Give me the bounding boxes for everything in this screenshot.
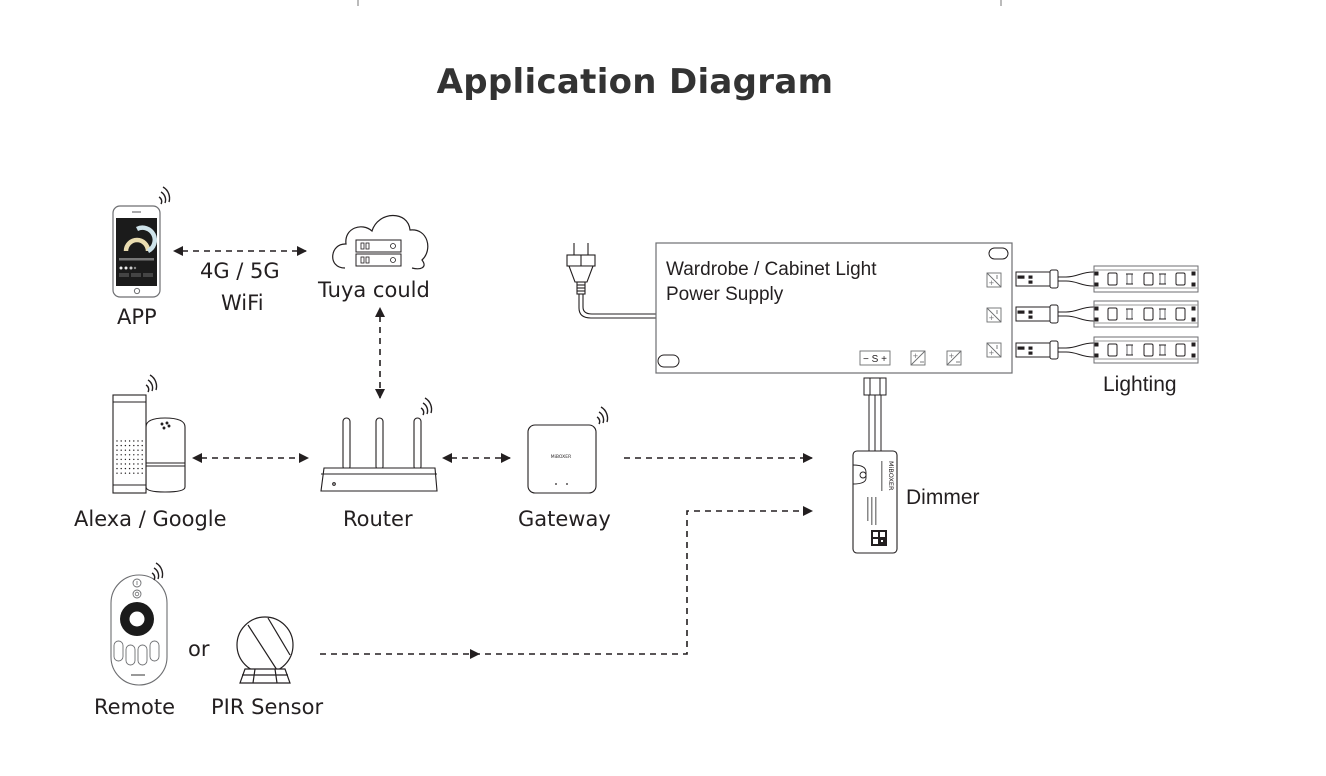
remote-control-icon [110,574,168,686]
gateway-icon: MiBOXER [527,424,597,494]
cloud-server-icon [332,215,429,270]
dimmer-cable [863,377,887,452]
svg-text:+: + [989,314,995,322]
top-edge-mark-right [1000,0,1002,6]
terminal-port-icon: + [986,307,1002,323]
network-label-line2: WiFi [221,291,264,315]
terminal-port-icons: + + + + + [910,272,1002,366]
wifi-signal-icon [420,397,433,416]
speaker-grille [116,440,143,474]
page-title: Application Diagram [436,62,834,102]
remote-label: Remote [94,695,176,719]
sensor-path-midpoint-arrow [470,649,480,659]
gateway-brand-text: MiBOXER [551,454,571,460]
terminal-port-icon: + [946,350,962,366]
lighting-label: Lighting [1103,373,1177,396]
smart-speaker-icon [112,394,186,494]
wifi-signal-icon [145,374,158,393]
dimmer-label: Dimmer [906,486,980,509]
pir-sensor-icon [236,616,294,684]
power-supply-label-line1: Wardrobe / Cabinet Light [666,259,877,280]
dimmer-device-icon: MiBOXER [852,450,898,554]
led-strip [1015,265,1199,293]
wifi-signal-icon [158,186,171,205]
router-icon [320,417,438,492]
terminal-port-icon: + [986,342,1002,358]
sensor-port-label: − S + [863,354,887,365]
led-strips [1015,265,1199,364]
led-strip [1015,300,1199,328]
top-edge-mark-left [357,0,359,6]
terminal-port-icon: + [910,350,926,366]
svg-text:+: + [913,352,919,360]
router-label: Router [343,507,413,531]
sensor-dimmer-connection-path [320,506,813,655]
gateway-label: Gateway [518,507,611,531]
app-label: APP [117,305,157,329]
cloud-label: Tuya could [318,278,430,302]
or-label: or [188,637,210,661]
svg-text:+: + [949,352,955,360]
smartphone-icon [112,205,161,298]
terminal-port-icon: + [986,272,1002,288]
power-supply-label-line2: Power Supply [666,284,784,305]
wifi-signal-icon [151,562,164,581]
network-label-line1: 4G / 5G [200,259,280,283]
assistant-label: Alexa / Google [74,507,227,531]
pir-sensor-label: PIR Sensor [211,695,324,719]
svg-text:+: + [989,279,995,287]
svg-text:+: + [989,349,995,357]
wifi-signal-icon [596,406,609,425]
led-strip [1015,336,1199,364]
power-plug-icon [566,243,656,319]
dimmer-brand-text: MiBOXER [887,461,895,491]
